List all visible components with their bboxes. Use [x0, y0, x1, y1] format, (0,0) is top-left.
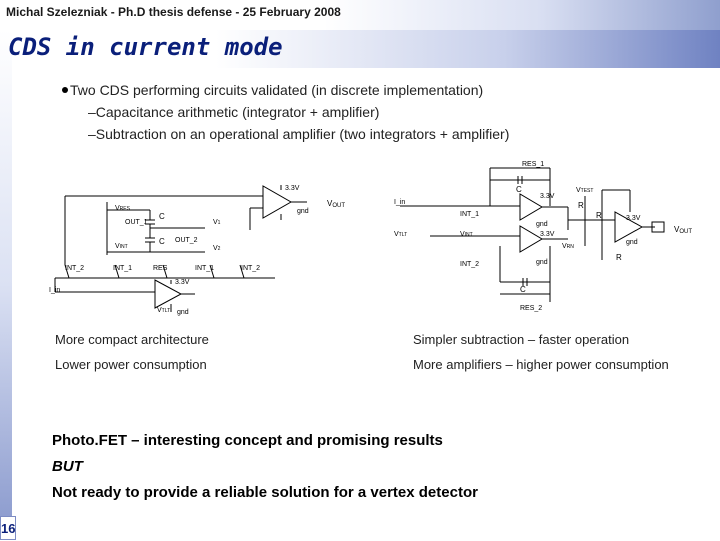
left-c2: C — [159, 237, 165, 246]
right-iin: I_in — [394, 199, 405, 206]
right-res2: RES_2 — [520, 305, 542, 312]
left-vres: VRES — [115, 205, 131, 212]
title-bar — [0, 30, 720, 68]
amp3-icon — [614, 211, 644, 243]
right-int2: INT_2 — [460, 261, 479, 268]
bottom-amplifier-icon — [154, 279, 183, 309]
right-r1: R — [578, 201, 584, 210]
right-int1: INT_1 — [460, 211, 479, 218]
bullet-main-text: Two CDS performing circuits validated (i… — [70, 82, 484, 98]
bullet-main: Two CDS performing circuits validated (i… — [62, 79, 509, 101]
right-gnd-b: gnd — [536, 259, 548, 266]
left-v33-bot: 3.3V — [175, 279, 190, 286]
left-int2b: INT_2 — [241, 265, 260, 272]
header-bar — [0, 0, 720, 30]
right-vint: VINT — [460, 231, 473, 238]
page-number: 16 — [0, 516, 16, 540]
right-gnd-a: gnd — [536, 221, 548, 228]
right-vout: VOUT — [674, 225, 692, 235]
left-int1a: INT_1 — [113, 265, 132, 272]
left-gnd-bot: gnd — [177, 309, 189, 316]
right-c-bot: C — [520, 285, 526, 294]
right-res1: RES_1 — [522, 161, 544, 168]
comparison-left-1: More compact architecture — [55, 332, 209, 347]
left-vtlt: VTLT — [157, 307, 170, 314]
bullet-sub-2: –Subtraction on an operational amplifier… — [88, 126, 510, 142]
conclusion-line-1: Photo.FET – interesting concept and prom… — [52, 432, 443, 449]
left-vint: VINT — [115, 243, 128, 250]
left-iin: I_in — [49, 287, 60, 294]
left-out1: OUT_1 — [125, 219, 148, 226]
top-amplifier-icon — [262, 185, 293, 219]
right-vtlt: VTLT — [394, 231, 407, 238]
slide-title: CDS in current mode — [8, 33, 283, 61]
left-int2a: INT_2 — [65, 265, 84, 272]
comparison-right-2: More amplifiers – higher power consumpti… — [413, 357, 669, 372]
vout-terminal-icon — [651, 221, 665, 233]
left-gnd-top: gnd — [297, 208, 309, 215]
amp1-icon — [519, 193, 543, 221]
header-text: Michal Szelezniak - Ph.D thesis defense … — [6, 5, 341, 19]
amp2-icon — [519, 225, 543, 253]
comparison-right-1: Simpler subtraction – faster operation — [413, 332, 630, 347]
right-r3: R — [616, 253, 622, 262]
right-v33-c: 3.3V — [540, 231, 555, 238]
right-r2: R — [596, 211, 602, 220]
comparison-left-2: Lower power consumption — [55, 357, 207, 372]
right-vrn: VRN — [562, 243, 574, 250]
left-out2: OUT_2 — [175, 237, 198, 244]
left-int1b: INT_1 — [195, 265, 214, 272]
left-stripe — [0, 30, 12, 540]
left-v2: V2 — [213, 245, 221, 252]
right-c-top: C — [516, 185, 522, 194]
right-circuit-diagram: RES_1 C 3.3V VTEST I_in INT_1 gnd R R 3.… — [394, 161, 692, 312]
bullet-list: Two CDS performing circuits validated (i… — [62, 79, 509, 145]
conclusion-line-3: Not ready to provide a reliable solution… — [52, 484, 478, 501]
right-v33-a: 3.3V — [540, 193, 555, 200]
bullet-sub-1: –Capacitance arithmetic (integrator + am… — [88, 104, 380, 120]
bullet-dot-icon — [62, 87, 68, 94]
right-gnd-c: gnd — [626, 239, 638, 246]
left-circuit-diagram: 3.3V gnd VOUT VRES OUT_1 C V1 VINT C OUT… — [49, 185, 345, 316]
conclusion-block: Photo.FET – interesting concept and prom… — [52, 428, 478, 506]
left-res: RES — [153, 265, 168, 272]
left-vout: VOUT — [327, 199, 345, 209]
right-v33-b: 3.3V — [626, 215, 641, 222]
left-v33-top: 3.3V — [285, 185, 300, 192]
right-vtest: VTEST — [576, 187, 593, 194]
left-c1: C — [159, 212, 165, 221]
conclusion-line-2: BUT — [52, 458, 83, 475]
left-v1: V1 — [213, 219, 221, 226]
